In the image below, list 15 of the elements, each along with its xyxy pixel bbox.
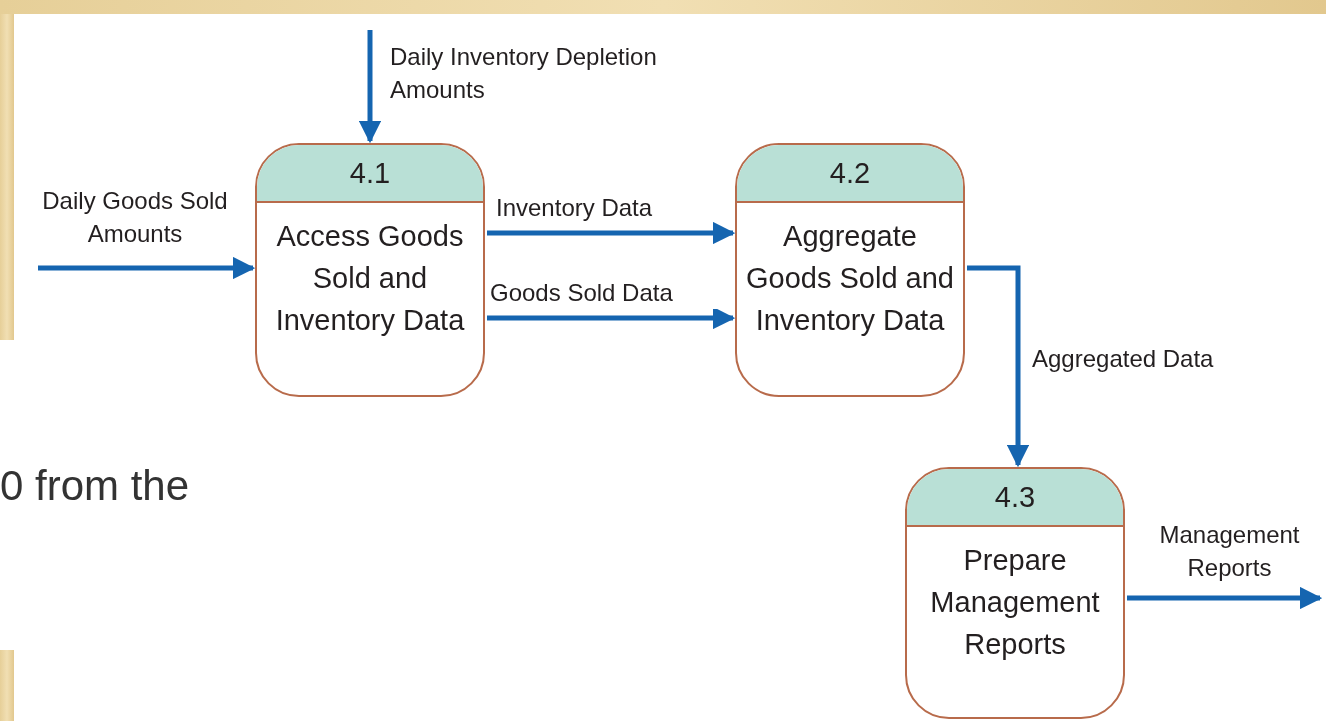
arrow <box>358 30 382 144</box>
process-box <box>905 467 1125 719</box>
process-number: 4.3 <box>907 469 1123 527</box>
arrow <box>967 265 1030 468</box>
process-number: 4.2 <box>737 145 963 203</box>
process-box <box>735 143 965 397</box>
process-name: Prepare Management Reports <box>929 543 1101 662</box>
arrow <box>1127 586 1323 610</box>
arrow <box>487 221 736 245</box>
process-box <box>255 143 485 397</box>
process-number: 4.1 <box>257 145 483 203</box>
caption-fragment: 0 from the <box>0 462 190 510</box>
process-name: Aggregate Goods Sold and Inventory Data <box>745 219 955 338</box>
arrow <box>38 256 256 280</box>
process-name: Access Goods Sold and Inventory Data <box>274 219 466 338</box>
